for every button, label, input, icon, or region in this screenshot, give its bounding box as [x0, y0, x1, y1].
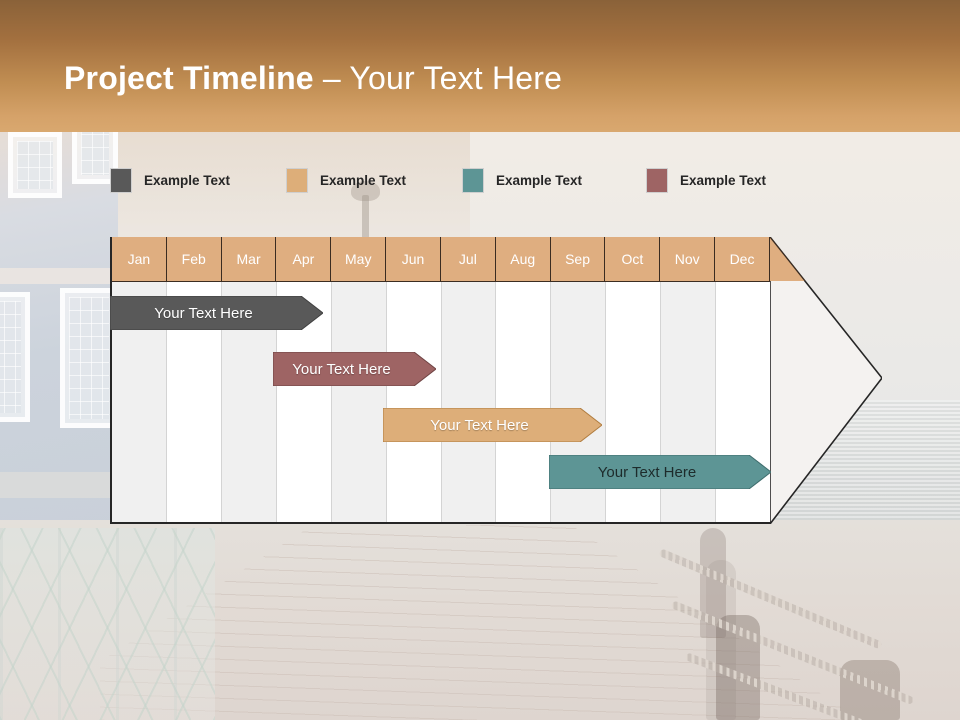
photo-window: [8, 132, 62, 198]
task-bar-label: Your Text Here: [154, 304, 253, 322]
month-header-sep[interactable]: Sep: [550, 237, 606, 281]
photo-window: [60, 288, 118, 428]
task-bar-label: Your Text Here: [597, 463, 697, 481]
legend-item-4[interactable]: Example Text: [646, 168, 766, 193]
task-bar-label: Your Text Here: [430, 416, 529, 434]
legend-swatch-icon: [646, 168, 668, 193]
month-header-jun[interactable]: Jun: [386, 237, 441, 281]
timeline-header-rule: [112, 281, 770, 282]
legend-item-2[interactable]: Example Text: [286, 168, 406, 193]
photo-window: [0, 292, 30, 422]
task-bar-2[interactable]: Your Text Here: [273, 352, 436, 386]
legend-label: Example Text: [144, 173, 231, 188]
legend-swatch-icon: [110, 168, 132, 193]
timeline-column-feb: [166, 237, 222, 522]
legend-swatch-icon: [462, 168, 484, 193]
timeline-column-aug: [496, 237, 552, 522]
page-title-bold: Project Timeline: [64, 60, 314, 96]
task-bar-label: Your Text Here: [292, 360, 391, 378]
title-bar: Project Timeline – Your Text Here: [0, 0, 960, 132]
task-bar-arrow-icon: [549, 455, 771, 489]
legend-swatch-icon: [286, 168, 308, 193]
photo-building-facade: [0, 112, 118, 540]
timeline-month-header: Jan Feb Mar Apr May Jun Jul Aug Sep Oct …: [112, 237, 770, 281]
task-bar-1[interactable]: Your Text Here: [110, 296, 323, 330]
photo-pavement: [0, 472, 118, 498]
timeline-arrow-head-icon: [770, 237, 882, 524]
month-header-jan[interactable]: Jan: [112, 237, 167, 281]
legend: Example Text Example Text Example Text E…: [0, 168, 960, 196]
photo-street-lamp: [351, 181, 380, 247]
month-header-may[interactable]: May: [331, 237, 387, 281]
month-header-feb[interactable]: Feb: [166, 237, 222, 281]
timeline-column-jan: [112, 237, 167, 522]
task-bar-arrow-icon: [383, 408, 602, 442]
page-title-rest: – Your Text Here: [313, 60, 563, 96]
month-header-oct[interactable]: Oct: [605, 237, 661, 281]
photo-left-railing: [0, 528, 215, 720]
month-header-mar[interactable]: Mar: [221, 237, 277, 281]
page-title: Project Timeline – Your Text Here: [64, 60, 562, 97]
task-bar-4[interactable]: Your Text Here: [549, 455, 771, 489]
timeline-column-jul: [441, 237, 497, 522]
legend-label: Example Text: [496, 173, 583, 188]
month-header-nov[interactable]: Nov: [660, 237, 716, 281]
month-header-jul[interactable]: Jul: [440, 237, 496, 281]
month-header-apr[interactable]: Apr: [276, 237, 332, 281]
month-header-dec[interactable]: Dec: [715, 237, 770, 281]
legend-label: Example Text: [680, 173, 767, 188]
legend-item-1[interactable]: Example Text: [110, 168, 230, 193]
task-bar-arrow-icon: [110, 296, 323, 330]
legend-item-3[interactable]: Example Text: [462, 168, 582, 193]
task-bar-arrow-icon: [273, 352, 436, 386]
photo-facade-band: [0, 268, 118, 284]
legend-label: Example Text: [320, 173, 407, 188]
month-header-aug[interactable]: Aug: [495, 237, 551, 281]
task-bar-3[interactable]: Your Text Here: [383, 408, 602, 442]
